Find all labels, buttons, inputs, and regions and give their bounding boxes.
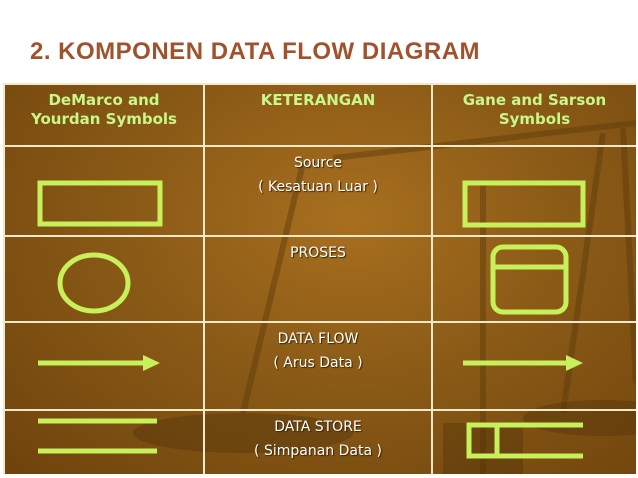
- demarco-source-symbol: [3, 145, 205, 237]
- slide-title: 2. KOMPONEN DATA FLOW DIAGRAM: [30, 38, 481, 65]
- gane-dataflow-symbol: [431, 321, 636, 411]
- row-label: Source: [293, 155, 343, 171]
- row-label: DATA FLOW: [277, 331, 359, 347]
- header-keterangan: KETERANGAN: [203, 83, 433, 147]
- table-row: DATA FLOW ( Arus Data ): [3, 321, 636, 411]
- row-description: DATA FLOW ( Arus Data ): [203, 321, 433, 411]
- rounded-rectangle-shape: [490, 244, 569, 315]
- dfd-component-table: DeMarco and Yourdan Symbols KETERANGAN G…: [3, 83, 636, 474]
- row-label: PROSES: [290, 245, 346, 261]
- demarco-dataflow-symbol: [3, 321, 205, 411]
- demarco-datastore-symbol: [3, 409, 205, 474]
- row-description: Source ( Kesatuan Luar ): [203, 145, 433, 237]
- row-label: DATA STORE: [274, 419, 362, 435]
- dfd-table: DeMarco and Yourdan Symbols KETERANGAN G…: [3, 83, 636, 474]
- gane-datastore-symbol: [431, 409, 636, 474]
- rectangle-shape: [462, 180, 586, 228]
- row-sublabel: ( Kesatuan Luar ): [258, 179, 378, 195]
- row-sublabel: ( Simpanan Data ): [254, 443, 382, 459]
- header-gane-sarson: Gane and Sarson Symbols: [431, 83, 636, 147]
- header-row: DeMarco and Yourdan Symbols KETERANGAN G…: [3, 83, 636, 147]
- table-row: DATA STORE ( Simpanan Data ): [3, 409, 636, 474]
- row-sublabel: ( Arus Data ): [273, 355, 363, 371]
- gane-process-symbol: [431, 235, 636, 323]
- table-row: Source ( Kesatuan Luar ): [3, 145, 636, 237]
- header-demarco: DeMarco and Yourdan Symbols: [3, 83, 205, 147]
- row-description: PROSES: [203, 235, 433, 323]
- circle-shape: [57, 252, 131, 314]
- gane-source-symbol: [431, 145, 636, 237]
- table-row: PROSES: [3, 235, 636, 323]
- open-rectangle-shape: [466, 422, 583, 459]
- rectangle-shape: [37, 180, 163, 227]
- demarco-process-symbol: [3, 235, 205, 323]
- row-description: DATA STORE ( Simpanan Data ): [203, 409, 433, 474]
